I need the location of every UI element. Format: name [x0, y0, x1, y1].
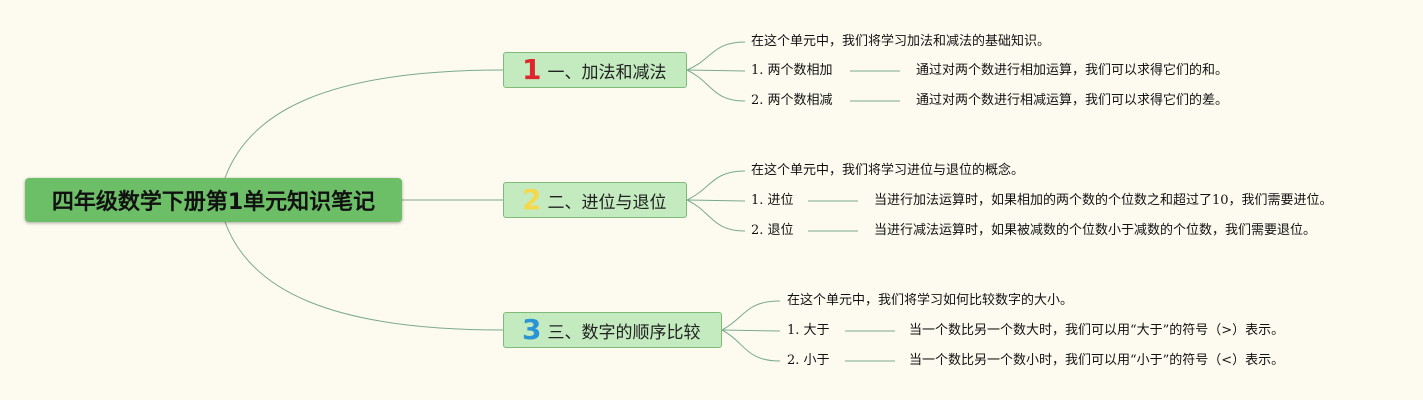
branch-1-item-2-term: 2. 两个数相减	[751, 93, 833, 108]
branch-1-label: 一、加法和减法	[547, 62, 667, 83]
branch-2-item-1-desc: 当进行加法运算时，如果相加的两个数的个位数之和超过了10，我们需要进位。	[874, 193, 1333, 208]
branch-3-item-1-term: 1. 大于	[787, 323, 830, 338]
root-to-branch-3-line	[224, 221, 504, 331]
branch-1-item-1-line	[686, 69, 746, 72]
branch-3-intro: 在这个单元中，我们将学习如何比较数字的大小。	[787, 293, 1074, 308]
branch-2-item-1-term: 1. 进位	[751, 193, 794, 208]
branch-1-number: 1	[522, 53, 542, 86]
root-title: 四年级数学下册第1单元知识笔记	[51, 190, 376, 215]
branch-1-item-1-desc: 通过对两个数进行相加运算，我们可以求得它们的和。	[916, 63, 1229, 78]
branch-2-intro-line	[686, 170, 746, 201]
branch-2-node[interactable]: 2 二、进位与退位	[503, 182, 687, 218]
branch-3-item-2-term: 2. 小于	[787, 353, 830, 368]
branch-2-item-2-term: 2. 退位	[751, 223, 794, 238]
branch-2-item-2-line	[686, 199, 746, 232]
root-to-branch-1-line	[224, 69, 504, 179]
branch-2-number: 2	[522, 183, 542, 216]
branch-3-node[interactable]: 3 三、数字的顺序比较	[503, 312, 722, 348]
branch-3-item-1-line	[721, 329, 781, 332]
branch-1-item-2-line	[686, 69, 746, 102]
branch-1-item-1-term: 1. 两个数相加	[751, 63, 833, 78]
branch-1-node[interactable]: 1 一、加法和减法	[503, 52, 687, 88]
branch-2-item-1-line	[686, 199, 746, 202]
branch-3-intro-line	[721, 300, 781, 331]
branch-3-number: 3	[522, 313, 542, 346]
branch-3-item-2-line	[721, 329, 781, 362]
branch-2-item-2-desc: 当进行减法运算时，如果被减数的个位数小于减数的个位数，我们需要退位。	[874, 223, 1317, 238]
root-node[interactable]: 四年级数学下册第1单元知识笔记	[25, 178, 402, 222]
branch-1-intro: 在这个单元中，我们将学习加法和减法的基础知识。	[751, 34, 1051, 49]
branch-2-intro: 在这个单元中，我们将学习进位与退位的概念。	[751, 163, 1025, 178]
branch-1-intro-line	[686, 41, 746, 71]
branch-1-item-2-desc: 通过对两个数进行相减运算，我们可以求得它们的差。	[916, 93, 1229, 108]
branch-3-item-2-desc: 当一个数比另一个数小时，我们可以用“小于”的符号（<）表示。	[909, 353, 1285, 368]
branch-3-label: 三、数字的顺序比较	[547, 322, 701, 343]
branch-3-item-1-desc: 当一个数比另一个数大时，我们可以用“大于”的符号（>）表示。	[909, 323, 1285, 338]
branch-2-label: 二、进位与退位	[547, 192, 667, 213]
